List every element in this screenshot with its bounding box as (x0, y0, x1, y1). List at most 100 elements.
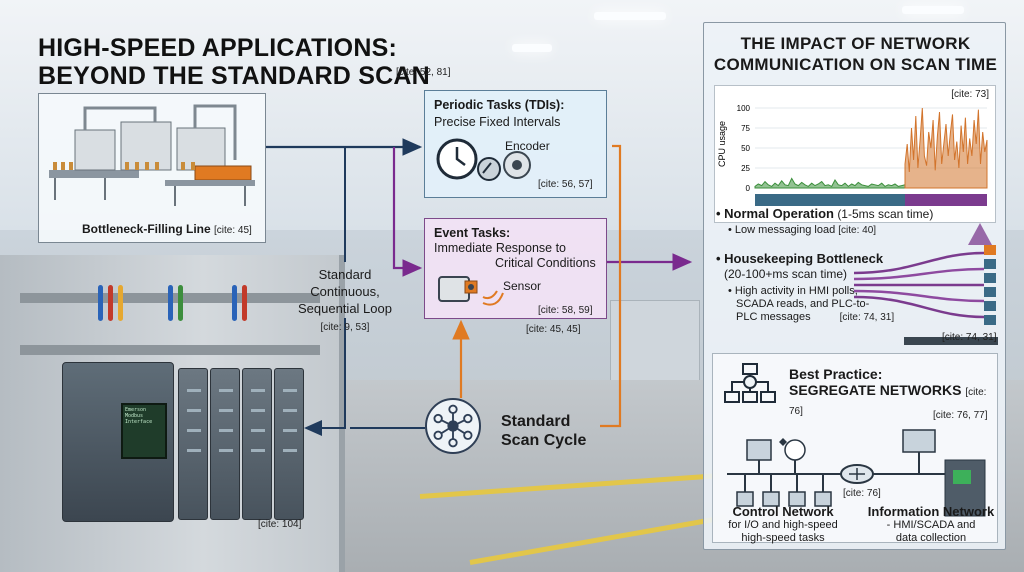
wire (242, 285, 247, 321)
normal-detail-item: • Low messaging load [cite: 40] (728, 224, 877, 236)
network-title-line-1: THE IMPACT OF NETWORK (740, 34, 971, 53)
best-practice-title: Best Practice: (789, 366, 883, 382)
information-network-label: Information Network - HMI/SCADA and data… (863, 504, 999, 545)
control-network-line-2: high-speed tasks (741, 532, 825, 544)
network-cables-icon (854, 223, 998, 345)
network-topology-icon (724, 363, 776, 403)
series-normal-area (754, 177, 906, 189)
bottleneck-item: • Housekeeping Bottleneck (716, 251, 884, 266)
filling-line-name: Bottleneck-Filling Line (82, 222, 211, 236)
ceiling-light (594, 12, 666, 20)
periodic-title: Periodic Tasks (TDIs): (434, 98, 565, 112)
normal-range: (1-5ms scan time) (837, 207, 934, 221)
io-module (178, 368, 208, 520)
best-practice-panel: Best Practice: SEGREGATE NETWORKS [cite:… (712, 353, 999, 545)
filling-line-panel (38, 93, 266, 243)
network-title-line-2: COMMUNICATION ON SCAN TIME (713, 55, 998, 74)
bottleneck-cite: [cite: 74, 31] (839, 312, 895, 323)
loop-line-1: Standard (318, 267, 372, 282)
network-impact-panel: THE IMPACT OF NETWORK COMMUNICATION ON S… (703, 22, 1006, 550)
event-tasks-panel: Event Tasks: Immediate Response to Criti… (424, 218, 607, 319)
series-bottleneck-area (904, 107, 988, 189)
scan-cycle-line-1: Standard (501, 413, 571, 430)
bottleneck-title: Housekeeping Bottleneck (724, 251, 884, 266)
normal-title: Normal Operation (724, 206, 834, 221)
clock-encoder-icon (436, 138, 531, 181)
control-network-label: Control Network for I/O and high-speed h… (713, 504, 853, 545)
y-tick-label: 25 (741, 164, 750, 173)
ceiling-light (902, 6, 964, 14)
arrow-scan-loop (306, 147, 346, 428)
event-title: Event Tasks: (434, 226, 511, 240)
control-network-title: Control Network (732, 504, 834, 519)
timeline-bottleneck (905, 194, 987, 206)
filling-line-machine-icon (49, 104, 255, 206)
information-network-line-1: - HMI/SCADA and (886, 519, 976, 531)
router-cite: [cite: 76] (843, 488, 881, 499)
event-line-1: Immediate Response to (434, 241, 567, 255)
best-practice-cite-2: [cite: 76, 77] (933, 410, 988, 421)
plc-cpu: Emerson Modbus Interface (62, 362, 174, 522)
bottleneck-detail: • High activity in HMI polls, SCADA read… (728, 285, 895, 323)
page-title: HIGH-SPEED APPLICATIONS: BEYOND THE STAN… (38, 34, 430, 90)
wire (178, 285, 183, 321)
io-module (210, 368, 240, 520)
plc-cite: [cite: 104] (258, 519, 302, 530)
network-hub-icon (425, 398, 481, 454)
best-practice-heading: Best Practice: SEGREGATE NETWORKS [cite:… (789, 366, 997, 420)
loop-line-3: Sequential Loop (298, 301, 392, 316)
wire (98, 285, 103, 321)
scan-cycle-line-2: Scan Cycle (501, 432, 587, 449)
wire (168, 285, 173, 321)
information-network-line-2: data collection (895, 532, 967, 544)
ceiling-light (512, 44, 552, 52)
network-section-cite: [cite: 74, 31] (942, 332, 997, 343)
wire (232, 285, 237, 321)
plc-display: Emerson Modbus Interface (121, 403, 167, 459)
wire (118, 285, 123, 321)
wire (108, 285, 113, 321)
normal-cite: [cite: 40] (838, 225, 877, 236)
bottleneck-range: (20-100+ms scan time) (724, 267, 848, 281)
timeline-normal (755, 194, 905, 206)
sensor-label: Sensor (503, 279, 542, 293)
filling-line-cite: [cite: 45] (214, 225, 252, 236)
loop-line-2: Continuous, (310, 284, 380, 299)
title-cite: [cite: 52, 81] (396, 67, 451, 78)
information-network-title: Information Network (867, 504, 995, 519)
normal-operation-item: • Normal Operation (1-5ms scan time) (716, 206, 934, 221)
control-network-line-1: for I/O and high-speed (728, 519, 838, 531)
encoder-label: Encoder (505, 139, 550, 153)
arrow-cycle-to-periodic (600, 144, 622, 428)
segregated-network-icon (727, 429, 986, 517)
segregate-title: SEGREGATE NETWORKS (789, 382, 962, 398)
normal-detail: Low messaging load (734, 224, 836, 236)
bottleneck-detail-2: SCADA reads, and PLC-to- (736, 298, 870, 310)
periodic-subtitle: Precise Fixed Intervals (434, 115, 561, 129)
best-practice-cite: [cite: 76] (789, 387, 987, 417)
periodic-cite: [cite: 56, 57] (538, 179, 593, 190)
background-machine (610, 300, 700, 390)
event-line-2: Critical Conditions (495, 256, 596, 270)
arrow-to-event (392, 147, 423, 277)
bottleneck-detail-1: High activity in HMI polls, (734, 285, 858, 297)
title-line-2: BEYOND THE STANDARD SCAN (38, 62, 430, 90)
event-cite: [cite: 58, 59] (538, 305, 593, 316)
sensor-icon (438, 276, 504, 306)
network-impact-title: THE IMPACT OF NETWORK COMMUNICATION ON S… (704, 33, 1007, 75)
periodic-tasks-panel: Periodic Tasks (TDIs): Precise Fixed Int… (424, 90, 607, 198)
sequential-loop-label: Standard Continuous, Sequential Loop [ci… (282, 266, 408, 336)
loop-cite: [cite: 9, 53] (320, 322, 370, 333)
y-axis-label: CPU usage (717, 121, 727, 167)
din-rail (20, 345, 320, 355)
chart-cite: [cite: 73] (951, 89, 989, 100)
y-tick-label: 0 (746, 184, 751, 193)
y-tick-label: 100 (737, 104, 751, 113)
y-tick-label: 75 (741, 124, 750, 133)
plc-display-text: Emerson Modbus Interface (125, 407, 153, 425)
event-cite-below: [cite: 45, 45] (526, 324, 581, 335)
io-module (242, 368, 272, 520)
